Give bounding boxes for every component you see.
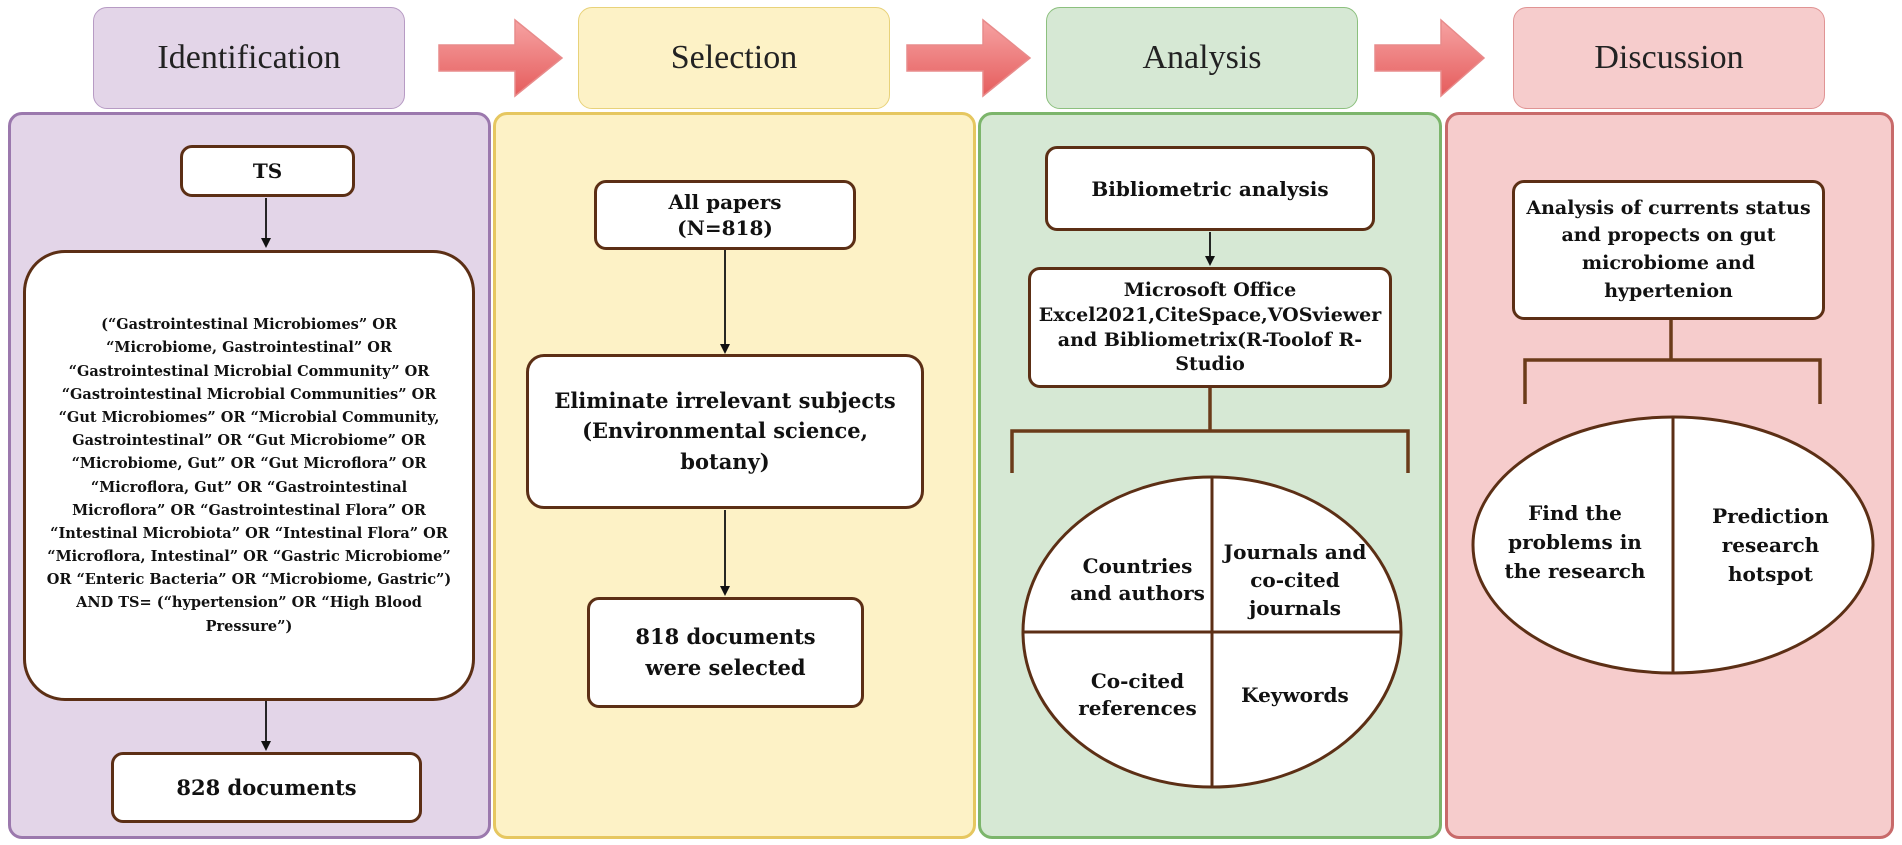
identified-documents-box: 828 documents [111,752,422,823]
identified-documents-label: 828 documents [176,775,357,800]
discussion-left-half: Find the problems in the research [1490,495,1660,590]
quadrant-keywords: Keywords [1220,675,1370,715]
stage-identification-tab: Identification [93,7,405,109]
stage-analysis-label: Analysis [1142,39,1262,76]
quadrant-keywords-label: Keywords [1241,683,1349,707]
analysis-tools-label: Microsoft Office Excel2021,CiteSpace,VOS… [1038,279,1382,376]
quadrant-countries-authors-label: Countries and authors [1070,554,1205,605]
stage-arrow-1 [438,18,564,98]
status-prospects-box: Analysis of currents status and propects… [1512,180,1825,320]
all-papers-label: All papers [668,190,782,214]
search-query-box: (“Gastrointestinal Microbiomes” OR “Micr… [23,250,475,701]
stage-selection-label: Selection [670,39,798,76]
ts-box: TS [180,145,355,197]
analysis-bracket [1010,388,1410,473]
bibliometric-analysis-label: Bibliometric analysis [1091,176,1329,201]
quadrant-journals: Journals and co-cited journals [1220,532,1370,627]
eliminate-subjects-box: Eliminate irrelevant subjects (Environme… [526,354,924,509]
all-papers-box: All papers (N=818) [594,180,856,250]
selected-documents-label: 818 documents were selected [635,624,816,680]
quadrant-cocited-references-label: Co-cited references [1078,669,1197,720]
stage-arrow-2 [906,18,1032,98]
status-prospects-label: Analysis of currents status and propects… [1526,196,1811,302]
quadrant-countries-authors: Countries and authors [1065,545,1210,615]
stage-analysis-tab: Analysis [1046,7,1358,109]
prediction-hotspot-label: Prediction research hotspot [1712,503,1829,586]
paper-count-label: (N=818) [677,216,773,240]
selected-documents-box: 818 documents were selected [587,597,864,708]
stage-arrow-3 [1374,18,1486,98]
find-problems-label: Find the problems in the research [1504,501,1646,583]
stage-selection-tab: Selection [578,7,890,109]
eliminate-detail-label: (Environmental science, botany) [582,418,868,474]
stage-discussion-label: Discussion [1594,39,1744,76]
bibliometric-analysis-box: Bibliometric analysis [1045,146,1375,231]
analysis-tools-box: Microsoft Office Excel2021,CiteSpace,VOS… [1028,267,1392,388]
quadrant-cocited-references: Co-cited references [1065,660,1210,730]
stage-identification-label: Identification [157,39,341,76]
ts-label: TS [252,159,283,183]
quadrant-journals-label: Journals and co-cited journals [1223,539,1367,620]
search-query-text: (“Gastrointestinal Microbiomes” OR “Micr… [46,316,452,635]
discussion-bracket [1523,320,1822,404]
discussion-right-half: Prediction research hotspot [1683,504,1858,586]
stage-discussion-tab: Discussion [1513,7,1825,109]
eliminate-title-label: Eliminate irrelevant subjects [554,387,896,413]
